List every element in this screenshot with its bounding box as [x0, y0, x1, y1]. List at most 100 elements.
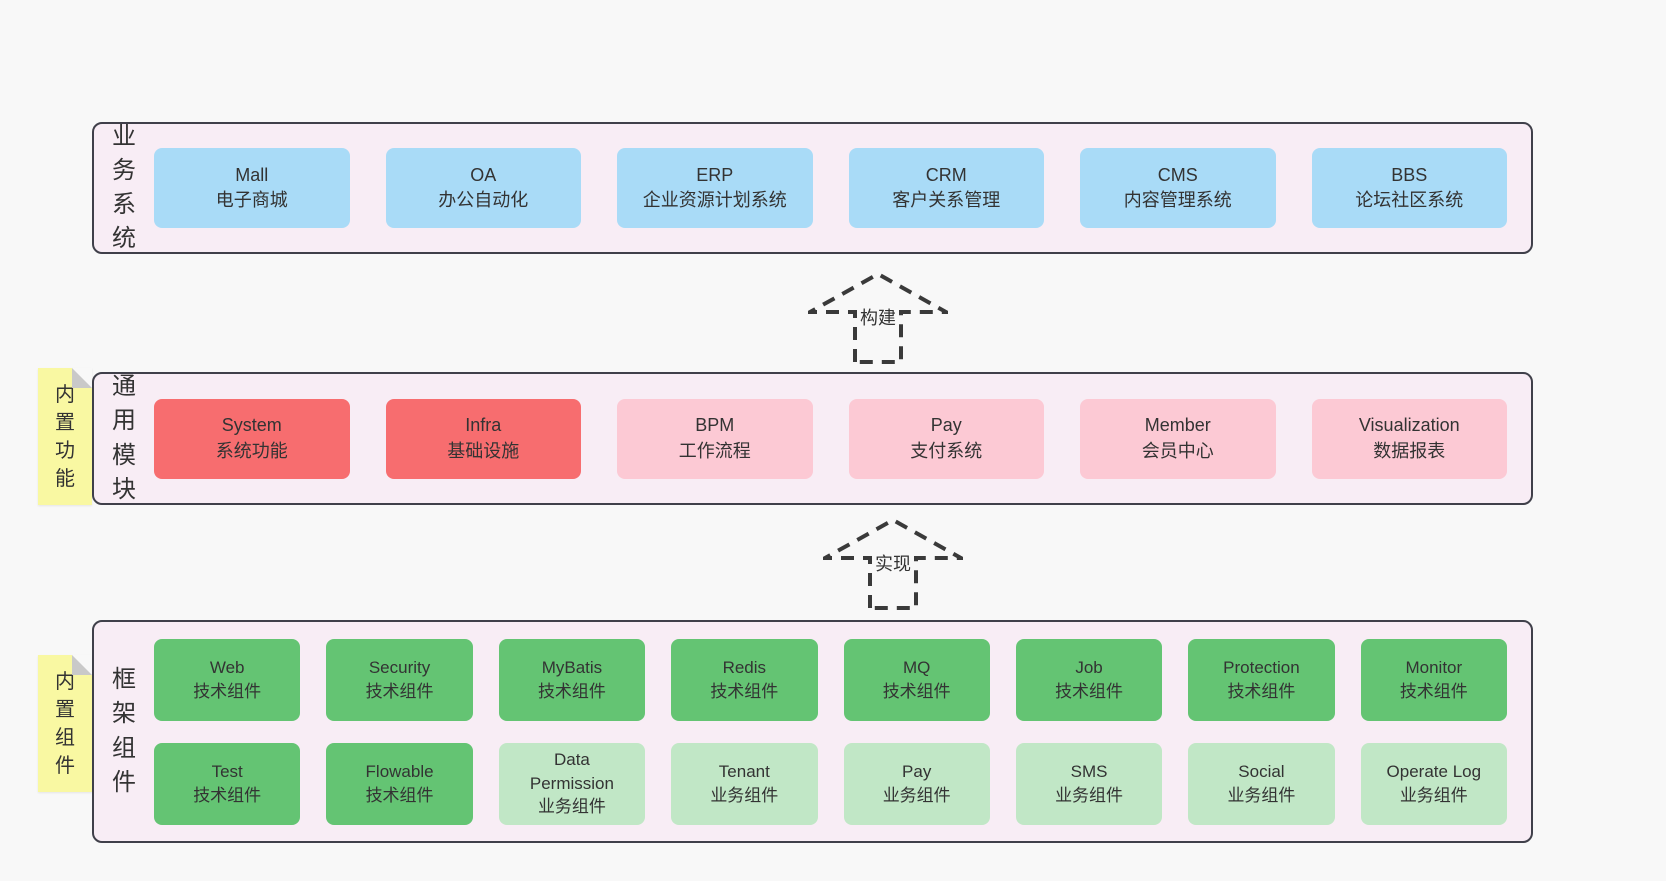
box-title: Job — [1075, 657, 1103, 677]
sticky-note-text: 内置功能 — [55, 383, 75, 490]
box-system: System 系统功能 — [154, 398, 350, 479]
layer-business-content: Mall 电子商城 OA 办公自动化 ERP 企业资源计划系统 CRM 客户关系… — [154, 124, 1531, 252]
layer-components-content: Web 技术组件 Security 技术组件 MyBatis 技术组件 Redi… — [154, 622, 1531, 841]
arrow-implement-label: 实现 — [872, 549, 914, 577]
layer-common-modules: 通用模块 System 系统功能 Infra 基础设施 BPM 工作流程 Pay… — [92, 372, 1533, 505]
components-row-1: Web 技术组件 Security 技术组件 MyBatis 技术组件 Redi… — [154, 638, 1507, 721]
box-subtitle: 客户关系管理 — [892, 190, 1001, 210]
box-subtitle: 技术组件 — [365, 681, 434, 701]
box-subtitle: 办公自动化 — [438, 190, 529, 210]
box-title: Tenant — [718, 761, 770, 781]
layer-framework-components: 框架组件 Web 技术组件 Security 技术组件 MyBatis 技术组件… — [92, 620, 1533, 843]
box-title: CMS — [1157, 164, 1198, 185]
box-title: Security — [368, 657, 431, 677]
box-subtitle: 企业资源计划系统 — [642, 190, 787, 210]
box-title: Social — [1238, 761, 1285, 781]
box-title: Pay — [902, 761, 932, 781]
box-title: Web — [209, 657, 245, 677]
up-arrow-icon — [823, 518, 963, 610]
layer-label-modules: 通用模块 — [94, 373, 154, 503]
box-title: System — [221, 415, 282, 436]
box-subtitle: 内容管理系统 — [1123, 190, 1232, 210]
box-subtitle: 基础设施 — [447, 440, 520, 461]
box-visualization: Visualization 数据报表 — [1311, 398, 1507, 479]
layer-label-business: 业务系统 — [94, 123, 154, 252]
sticky-note-builtin-components: 内置组件 — [38, 655, 92, 792]
box-title: SMS — [1070, 761, 1108, 781]
box-title: Pay — [930, 415, 962, 436]
box-tenant: Tenant 业务组件 — [671, 742, 818, 825]
box-title: BBS — [1391, 164, 1428, 185]
box-title: Infra — [465, 415, 502, 436]
box-title: MyBatis — [541, 657, 603, 677]
box-subtitle: 技术组件 — [365, 785, 434, 805]
box-pay-system: Pay 支付系统 — [848, 398, 1044, 479]
box-operate-log: Operate Log 业务组件 — [1360, 742, 1507, 825]
box-subtitle: 业务组件 — [882, 785, 951, 805]
box-subtitle: 论坛社区系统 — [1355, 190, 1464, 210]
box-title: ERP — [696, 164, 734, 185]
box-title: Redis — [722, 657, 767, 677]
layer-modules-content: System 系统功能 Infra 基础设施 BPM 工作流程 Pay 支付系统… — [154, 374, 1531, 503]
box-subtitle: 业务组件 — [1055, 785, 1124, 805]
box-subtitle: 技术组件 — [193, 681, 262, 701]
box-subtitle: 支付系统 — [910, 440, 983, 461]
box-title: Member — [1144, 415, 1211, 436]
box-mall: Mall 电子商城 — [154, 148, 350, 228]
box-title: Test — [211, 761, 243, 781]
arrow-build: 构建 — [808, 272, 948, 364]
box-subtitle: 技术组件 — [882, 681, 951, 701]
box-crm: CRM 客户关系管理 — [848, 148, 1044, 228]
box-sms: SMS 业务组件 — [1015, 742, 1163, 825]
box-member: Member 会员中心 — [1080, 398, 1276, 479]
box-title: BPM — [695, 415, 735, 436]
layer-label-text: 框架组件 — [112, 666, 136, 796]
box-mq: MQ 技术组件 — [843, 638, 990, 721]
box-subtitle: 业务组件 — [1227, 785, 1296, 805]
box-data-permission: Data Permission 业务组件 — [498, 742, 646, 825]
box-subtitle: 电子商城 — [215, 190, 288, 210]
sticky-note-text: 内置组件 — [55, 670, 75, 777]
box-subtitle: 技术组件 — [710, 681, 779, 701]
box-pay-component: Pay 业务组件 — [843, 742, 990, 825]
box-redis: Redis 技术组件 — [671, 638, 818, 721]
box-flowable: Flowable 技术组件 — [326, 742, 473, 825]
box-subtitle: 技术组件 — [193, 785, 262, 805]
layer-label-text: 业务系统 — [112, 122, 136, 253]
box-monitor: Monitor 技术组件 — [1360, 638, 1507, 721]
box-subtitle: 业务组件 — [1399, 785, 1468, 805]
box-cms: CMS 内容管理系统 — [1080, 148, 1276, 228]
box-job: Job 技术组件 — [1015, 638, 1163, 721]
arrow-build-label: 构建 — [857, 303, 899, 331]
box-test: Test 技术组件 — [154, 742, 301, 825]
box-subtitle: 会员中心 — [1141, 440, 1214, 461]
box-title: Mall — [235, 164, 269, 185]
box-title: OA — [470, 164, 497, 185]
box-title: Monitor — [1405, 657, 1463, 677]
box-security: Security 技术组件 — [326, 638, 473, 721]
box-title: Flowable — [365, 761, 434, 781]
box-bpm: BPM 工作流程 — [617, 398, 813, 479]
box-social: Social 业务组件 — [1188, 742, 1335, 825]
box-title: Operate Log — [1386, 761, 1482, 781]
box-subtitle: 系统功能 — [215, 440, 288, 461]
box-mybatis: MyBatis 技术组件 — [498, 638, 646, 721]
box-title: Protection — [1223, 657, 1300, 677]
box-subtitle: 数据报表 — [1373, 440, 1446, 461]
box-subtitle: 业务组件 — [710, 785, 779, 805]
box-subtitle: 技术组件 — [1055, 681, 1124, 701]
box-title: Data Permission — [529, 749, 614, 793]
box-web: Web 技术组件 — [154, 638, 301, 721]
components-row-2: Test 技术组件 Flowable 技术组件 Data Permission … — [154, 742, 1507, 825]
box-oa: OA 办公自动化 — [385, 148, 581, 228]
box-title: Visualization — [1358, 415, 1460, 436]
sticky-note-builtin-features: 内置功能 — [38, 368, 92, 505]
layer-label-components: 框架组件 — [94, 622, 154, 841]
box-erp: ERP 企业资源计划系统 — [617, 148, 813, 228]
box-subtitle: 工作流程 — [678, 440, 751, 461]
box-subtitle: 技术组件 — [537, 681, 606, 701]
box-title: CRM — [925, 164, 967, 185]
arrow-implement: 实现 — [823, 518, 963, 610]
box-infra: Infra 基础设施 — [385, 398, 581, 479]
